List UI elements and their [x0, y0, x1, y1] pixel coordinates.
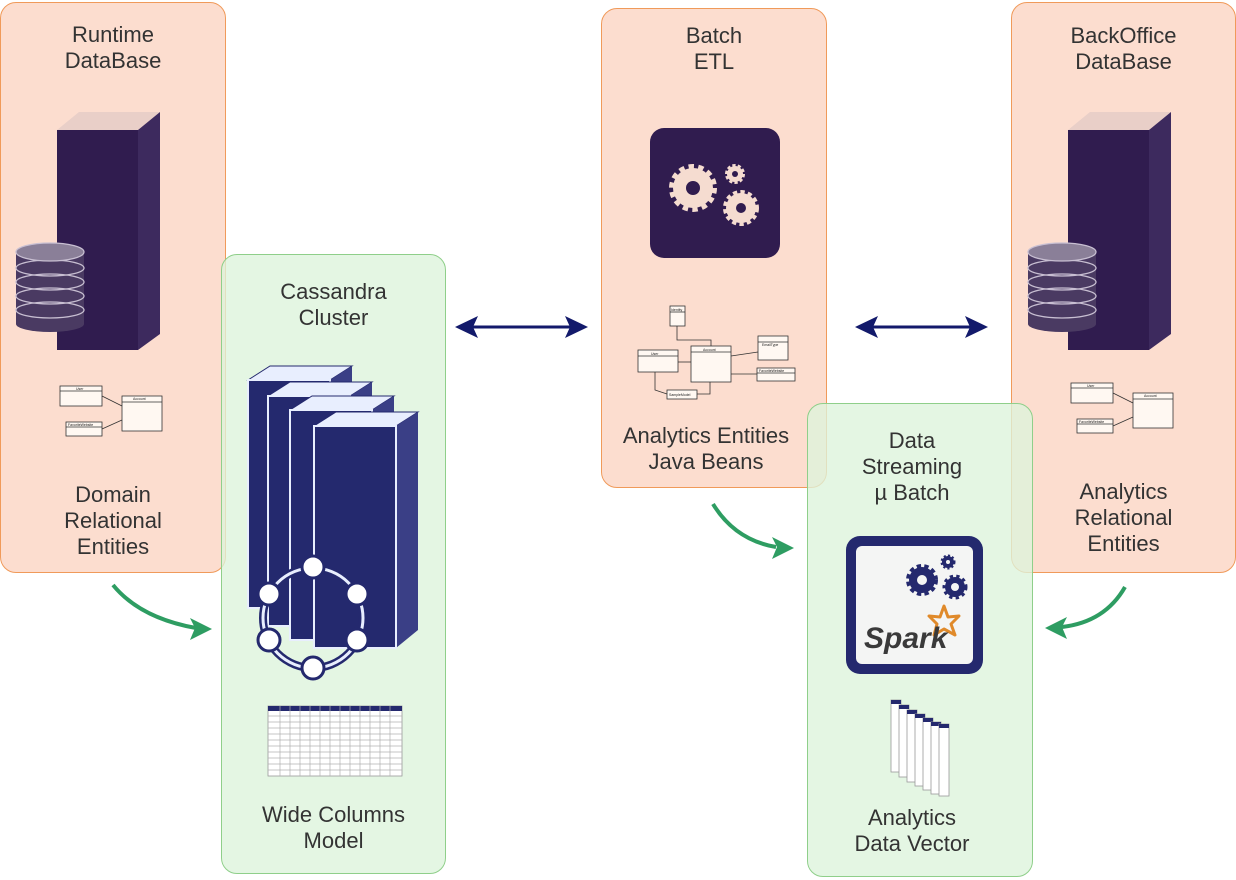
ring-topology-icon	[256, 554, 370, 681]
caption-line: Entities	[1087, 531, 1160, 556]
database-cylinder-icon	[1027, 242, 1097, 332]
cassandra-cluster-title: Cassandra Cluster	[221, 279, 446, 331]
title-line: ETL	[693, 49, 735, 74]
uml-diagram-icon	[1070, 382, 1174, 434]
title-line: Streaming	[861, 454, 963, 479]
title-line: µ Batch	[874, 480, 950, 505]
caption-line: Relational	[1074, 505, 1173, 530]
caption-line: Entities	[76, 534, 150, 559]
runtime-database-title: Runtime DataBase	[0, 22, 226, 74]
gears-icon	[650, 128, 780, 258]
backoffice-database-title: BackOffice DataBase	[1011, 23, 1236, 75]
title-line: Cluster	[298, 305, 369, 330]
title-line: Batch	[685, 23, 743, 48]
data-streaming-caption: Analytics Data Vector	[807, 805, 1017, 857]
cluster-servers-icon	[246, 365, 420, 649]
caption-line: Analytics Entities	[622, 423, 790, 448]
data-streaming-title: Data Streaming µ Batch	[807, 428, 1017, 506]
batch-etl-caption: Analytics Entities Java Beans	[601, 423, 811, 475]
title-line: BackOffice	[1070, 23, 1177, 48]
cassandra-cluster-caption: Wide Columns Model	[221, 802, 446, 854]
database-cylinder-icon	[15, 242, 85, 332]
runtime-database-caption: Domain Relational Entities	[0, 482, 226, 560]
double-arrow-icon	[855, 316, 988, 338]
caption-line: Wide Columns	[261, 802, 406, 827]
caption-line: Data Vector	[854, 831, 970, 856]
double-arrow-icon	[455, 316, 588, 338]
backoffice-database-caption: Analytics Relational Entities	[1011, 479, 1236, 557]
title-line: Runtime	[72, 22, 154, 47]
curved-arrow-icon	[111, 583, 212, 640]
server-icon	[1068, 112, 1171, 350]
curved-arrow-icon	[1045, 585, 1127, 639]
caption-line: Model	[303, 828, 364, 853]
caption-line: Analytics	[1079, 479, 1168, 504]
column-vector-icon	[890, 699, 950, 797]
curved-arrow-icon	[711, 502, 794, 559]
spark-logo-text: Spark	[864, 622, 949, 655]
uml-diagram-icon	[637, 305, 796, 400]
table-grid-icon	[267, 705, 403, 777]
batch-etl-title: Batch ETL	[601, 23, 827, 75]
caption-line: Domain	[75, 482, 151, 507]
uml-diagram-icon	[59, 385, 163, 437]
caption-line: Java Beans	[648, 449, 764, 474]
caption-line: Relational	[64, 508, 162, 533]
title-line: DataBase	[1075, 49, 1172, 74]
server-icon	[57, 112, 160, 350]
title-line: Cassandra	[280, 279, 387, 304]
title-line: DataBase	[64, 48, 162, 73]
title-line: Data	[888, 428, 936, 453]
caption-line: Analytics	[867, 805, 957, 830]
spark-logo-icon: Spark	[846, 536, 983, 674]
